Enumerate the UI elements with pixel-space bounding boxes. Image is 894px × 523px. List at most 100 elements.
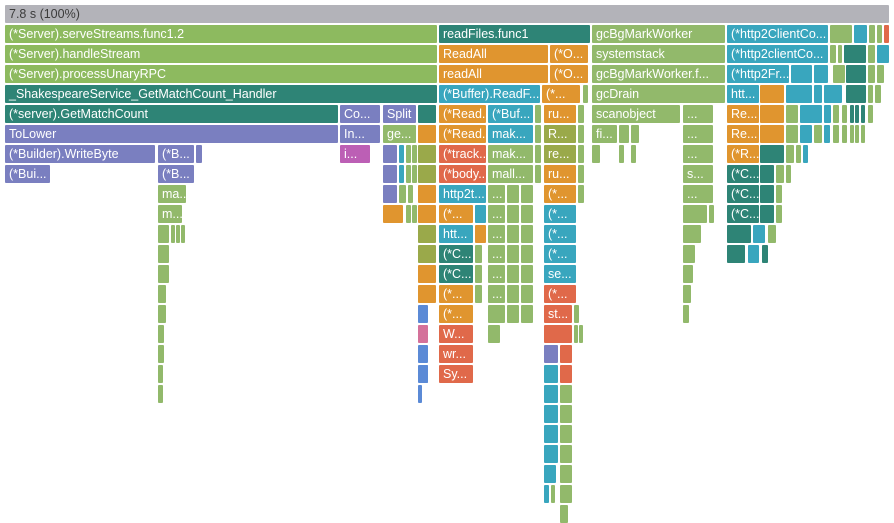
flame-frame[interactable]	[158, 285, 166, 303]
flame-frame[interactable]	[868, 65, 875, 83]
flame-frame[interactable]	[158, 365, 163, 383]
flame-frame[interactable]: ...	[488, 185, 505, 203]
flame-frame[interactable]	[877, 25, 882, 43]
flame-frame[interactable]	[619, 145, 624, 163]
flame-frame[interactable]	[544, 425, 558, 443]
flame-frame[interactable]: mak...	[488, 125, 533, 143]
flame-frame[interactable]: gcBgMarkWorker.f...	[592, 65, 725, 83]
flame-frame[interactable]: Split	[383, 105, 416, 123]
flame-frame[interactable]	[786, 165, 791, 183]
flame-frame[interactable]	[803, 145, 808, 163]
flame-frame[interactable]: ...	[683, 125, 713, 143]
flame-frame[interactable]	[833, 105, 839, 123]
flame-frame[interactable]	[683, 285, 691, 303]
flame-frame[interactable]	[418, 305, 428, 323]
flame-frame[interactable]	[830, 45, 836, 63]
flame-frame[interactable]	[399, 165, 404, 183]
flame-frame[interactable]: ru...	[544, 105, 576, 123]
flame-frame[interactable]: readFiles.func1	[439, 25, 590, 43]
flame-frame[interactable]	[683, 265, 693, 283]
flame-frame[interactable]	[424, 365, 428, 383]
flame-frame[interactable]	[418, 205, 436, 223]
flame-frame[interactable]	[418, 345, 428, 363]
flame-frame[interactable]: gcDrain	[592, 85, 725, 103]
flame-frame[interactable]	[475, 245, 482, 263]
flame-frame[interactable]: ...	[488, 245, 505, 263]
flame-frame[interactable]: (*http2ClientCo...	[727, 25, 828, 43]
flame-frame[interactable]: (*server).GetMatchCount	[5, 105, 338, 123]
flame-frame[interactable]	[800, 125, 812, 143]
flame-frame[interactable]	[824, 125, 830, 143]
flame-frame[interactable]	[800, 105, 822, 123]
flame-frame[interactable]	[535, 165, 541, 183]
flame-frame[interactable]: ...	[488, 265, 505, 283]
flame-frame[interactable]	[861, 105, 865, 123]
flame-frame[interactable]	[560, 385, 572, 403]
flame-frame[interactable]	[418, 165, 436, 183]
flame-frame[interactable]	[631, 125, 639, 143]
flame-frame[interactable]	[507, 185, 519, 203]
flame-frame[interactable]	[833, 65, 845, 83]
flame-frame[interactable]	[158, 265, 169, 283]
flame-frame[interactable]	[560, 425, 572, 443]
flame-frame[interactable]	[406, 205, 411, 223]
flame-frame[interactable]	[768, 225, 776, 243]
flame-frame[interactable]	[521, 305, 533, 323]
flame-frame[interactable]	[842, 105, 847, 123]
flame-frame[interactable]	[760, 185, 774, 203]
flame-frame[interactable]	[560, 485, 572, 503]
flame-frame[interactable]	[535, 125, 541, 143]
flame-frame[interactable]: (*Buf...	[488, 105, 533, 123]
flame-frame[interactable]: (*Builder).WriteByte	[5, 145, 155, 163]
flame-frame[interactable]: ...	[683, 105, 713, 123]
flame-frame[interactable]	[833, 125, 839, 143]
flame-frame[interactable]	[507, 205, 519, 223]
flame-frame[interactable]: mall...	[488, 165, 533, 183]
flame-frame[interactable]	[776, 205, 782, 223]
flame-frame[interactable]: (*B...	[158, 145, 194, 163]
flame-frame[interactable]	[824, 105, 831, 123]
flame-frame[interactable]	[578, 145, 584, 163]
flame-frame[interactable]	[683, 245, 695, 263]
flame-frame[interactable]: (*http2Fr...	[727, 65, 789, 83]
flame-frame[interactable]	[521, 205, 533, 223]
flame-frame[interactable]	[544, 405, 558, 423]
flame-frame[interactable]: (*...	[544, 225, 576, 243]
flame-frame[interactable]	[475, 205, 486, 223]
flame-frame[interactable]: ReadAll	[439, 45, 548, 63]
flame-frame[interactable]	[814, 85, 822, 103]
flame-frame[interactable]: (*Server).processUnaryRPC	[5, 65, 437, 83]
flame-frame[interactable]	[850, 105, 854, 123]
flame-frame[interactable]: readAll	[439, 65, 548, 83]
flame-frame[interactable]: ...	[683, 145, 713, 163]
flame-frame[interactable]	[578, 165, 584, 183]
flame-frame[interactable]	[418, 145, 436, 163]
flame-frame[interactable]	[418, 185, 436, 203]
flame-frame[interactable]	[753, 225, 765, 243]
flame-frame[interactable]: Re...	[727, 105, 759, 123]
flame-frame[interactable]	[877, 65, 884, 83]
flame-frame[interactable]: m...	[158, 205, 182, 223]
flame-frame[interactable]	[869, 25, 875, 43]
flame-frame[interactable]	[791, 65, 812, 83]
flame-frame[interactable]: htt...	[727, 85, 759, 103]
flame-frame[interactable]	[631, 145, 636, 163]
flame-frame[interactable]	[727, 245, 745, 263]
flame-frame[interactable]	[560, 365, 572, 383]
flame-frame[interactable]	[412, 205, 417, 223]
flame-frame[interactable]	[824, 85, 842, 103]
flame-frame[interactable]: ge...	[383, 125, 416, 143]
flame-frame[interactable]	[786, 105, 798, 123]
flame-frame[interactable]: wr...	[439, 345, 473, 363]
flame-frame[interactable]	[544, 385, 558, 403]
flame-frame[interactable]	[544, 345, 558, 363]
flame-frame[interactable]	[158, 245, 169, 263]
flame-frame[interactable]	[507, 225, 519, 243]
flame-frame[interactable]: (*Server).handleStream	[5, 45, 437, 63]
flame-frame[interactable]: ...	[683, 185, 713, 203]
flame-frame[interactable]	[488, 325, 500, 343]
flame-frame[interactable]	[158, 305, 166, 323]
flame-frame[interactable]: gcBgMarkWorker	[592, 25, 725, 43]
flame-frame[interactable]	[578, 125, 584, 143]
flame-frame[interactable]	[488, 305, 505, 323]
